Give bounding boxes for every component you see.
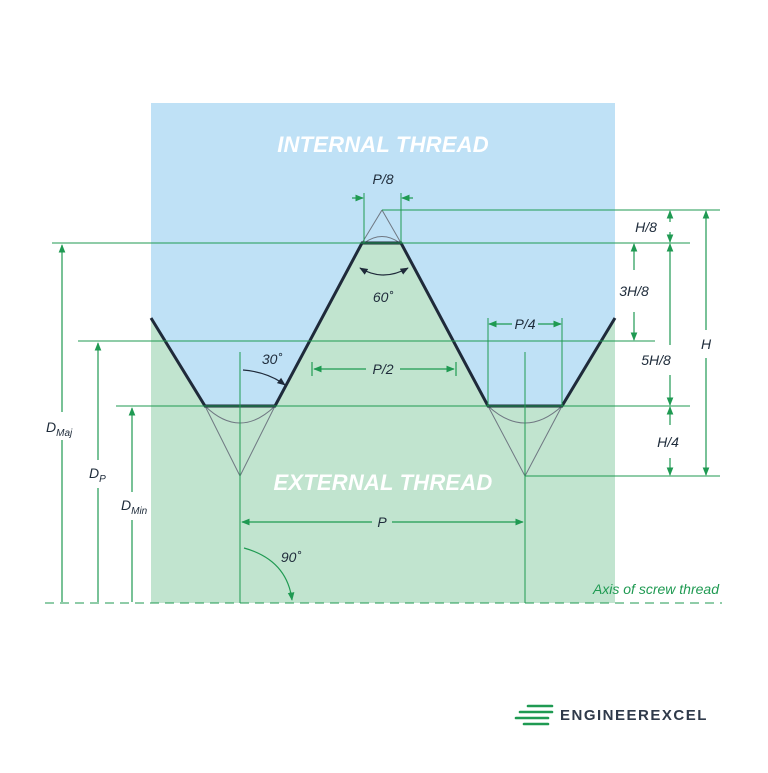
- fundamental-triangle-top-left: [361, 209, 383, 244]
- label-d-maj-main: D: [46, 419, 56, 435]
- axis-label: Axis of screw thread: [592, 581, 720, 597]
- internal-thread-title: INTERNAL THREAD: [277, 132, 489, 157]
- extension-lines: [45, 193, 722, 604]
- label-d-p: DP: [89, 465, 106, 485]
- label-d-p-sub: P: [99, 474, 106, 485]
- fundamental-triangle-left-2: [487, 405, 526, 477]
- label-p8: P/8: [372, 171, 393, 187]
- fundamental-triangle-top-right: [381, 209, 402, 244]
- engineerexcel-logo-icon: [514, 704, 554, 726]
- brand-name: ENGINEEREXCEL: [560, 707, 708, 724]
- fundamental-triangle-right-1: [239, 405, 276, 477]
- label-h4: H/4: [657, 434, 679, 450]
- label-p: P: [377, 514, 387, 530]
- external-thread-region: [151, 243, 615, 603]
- fundamental-triangle-right-2: [524, 405, 563, 477]
- label-p4: P/4: [514, 316, 535, 332]
- label-d-maj: DMaj: [46, 419, 73, 439]
- label-h: H: [701, 336, 712, 352]
- label-angle-30: 30˚: [262, 351, 283, 367]
- external-thread-title: EXTERNAL THREAD: [274, 470, 493, 495]
- label-h8: H/8: [635, 219, 657, 235]
- angle-60-arc: [359, 267, 409, 276]
- label-d-min-sub: Min: [131, 506, 148, 517]
- label-p2: P/2: [372, 361, 393, 377]
- label-d-maj-sub: Maj: [56, 428, 73, 439]
- label-3h8: 3H/8: [619, 283, 649, 299]
- label-d-p-main: D: [89, 465, 99, 481]
- label-d-min: DMin: [121, 497, 148, 517]
- angle-arcs: [242, 267, 409, 601]
- angle-30-arc: [242, 369, 286, 386]
- label-angle-60: 60˚: [373, 289, 394, 305]
- label-angle-90: 90˚: [281, 549, 302, 565]
- crest-arc: [363, 236, 401, 244]
- construction-lines: [204, 209, 563, 477]
- dimension-arrows: [58, 194, 710, 602]
- angle-90-arc: [243, 547, 295, 601]
- label-d-min-main: D: [121, 497, 131, 513]
- fundamental-triangle-left-1: [204, 405, 241, 477]
- label-5h8: 5H/8: [641, 352, 671, 368]
